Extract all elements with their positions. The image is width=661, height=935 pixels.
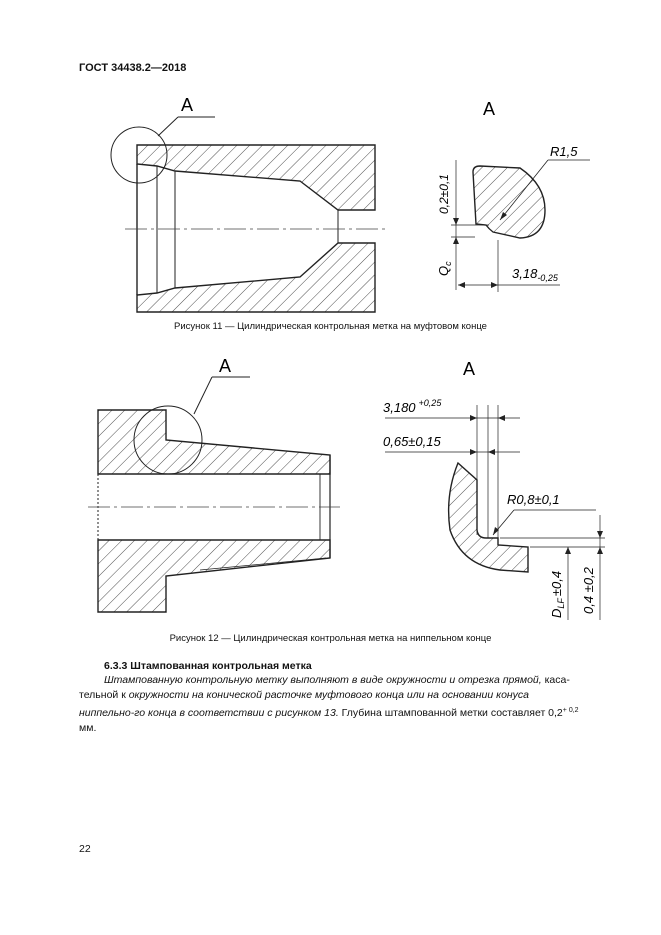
fig12-dim-radius: R0,8±0,1 [507, 492, 560, 507]
section-paragraph: Штампованную контрольную метку выполняют… [79, 674, 579, 734]
fig12-callout-label: A [219, 356, 231, 376]
fig11-dim-width: 3,18-0,25 [512, 266, 559, 283]
fig12-dim-dlf: DLF±0,4 [549, 571, 566, 618]
fig11-callout-label: A [181, 95, 193, 115]
fig11-detail-title: A [483, 99, 495, 119]
fig12-detail-title: A [463, 359, 475, 379]
figure-11-caption: Рисунок 11 — Цилиндрическая контрольная … [174, 321, 487, 332]
pin-section [88, 376, 340, 613]
coupling-section [110, 116, 385, 313]
fig12-dim-land: 0,65±0,15 [383, 434, 442, 449]
fig11-dim-qc: Qc [436, 261, 453, 276]
document-code: ГОСТ 34438.2—2018 [79, 62, 187, 74]
fig12-detail-view [385, 405, 605, 620]
section-heading: 6.3.3 Штампованная контрольная метка [104, 660, 312, 672]
fig12-dim-depth: 0,4 ±0,2 [581, 566, 596, 614]
fig12-dim-width: 3,180+0,25 [383, 398, 442, 415]
fig11-dim-radius: R1,5 [550, 144, 578, 159]
page-number: 22 [79, 843, 91, 855]
fig11-dim-offset: 0,2±0,1 [437, 174, 451, 214]
figure-12-caption: Рисунок 12 — Цилиндрическая контрольная … [169, 633, 492, 644]
fig11-detail-view [451, 159, 590, 292]
